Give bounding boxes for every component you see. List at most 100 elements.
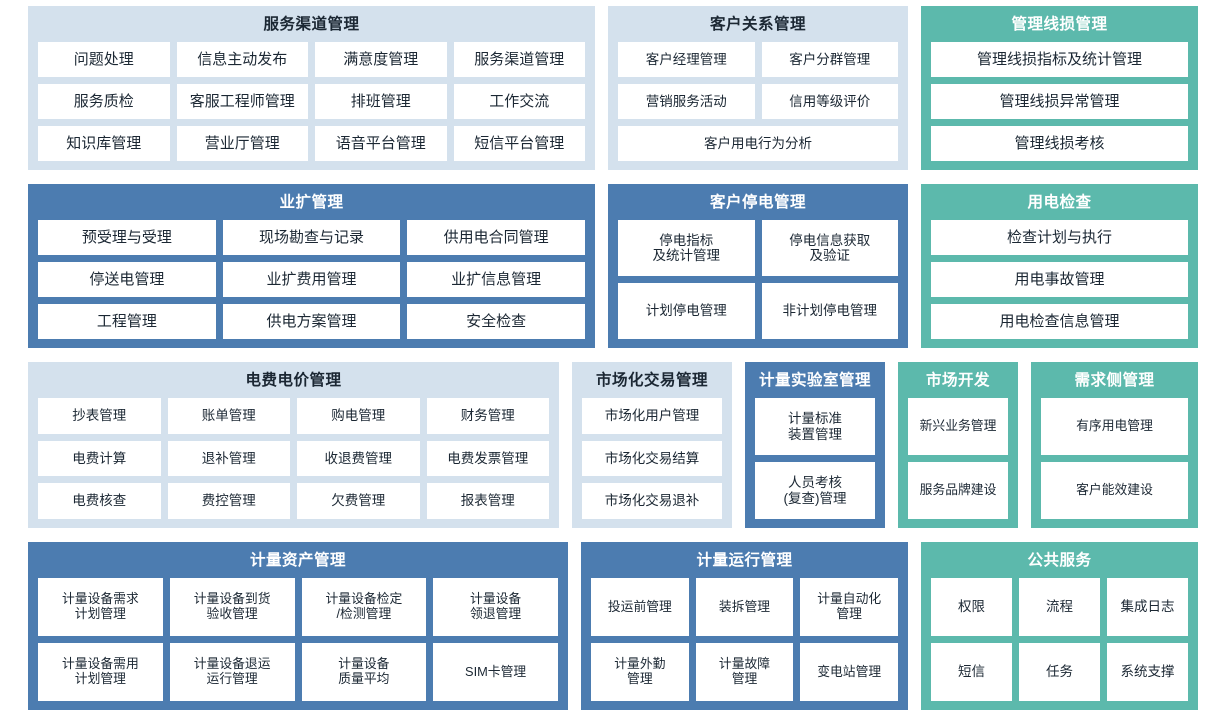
tile-item[interactable]: 服务渠道管理 — [453, 42, 585, 78]
tile-item[interactable]: 费控管理 — [167, 483, 290, 519]
tile-item[interactable]: 停电指标 及统计管理 — [618, 220, 755, 277]
tile-item[interactable]: 服务品牌建设 — [908, 462, 1008, 519]
panel-customer-relation[interactable]: 客户关系管理 客户经理管理 客户分群管理 营销服务活动 信用等级评价 客户用电行… — [608, 6, 908, 170]
tile-item[interactable]: 营销服务活动 — [618, 84, 755, 120]
tile-item[interactable]: 权限 — [931, 578, 1012, 637]
tile-item[interactable]: 停电信息获取 及验证 — [761, 220, 898, 277]
tile-item[interactable]: 现场勘查与记录 — [222, 220, 401, 256]
panel-demand-side[interactable]: 需求侧管理 有序用电管理 客户能效建设 — [1031, 362, 1198, 528]
tile-item[interactable]: 计量标准 装置管理 — [755, 398, 875, 456]
tile-item[interactable]: 计量设备 领退管理 — [433, 578, 558, 637]
tile-item[interactable]: 系统支撑 — [1107, 643, 1188, 701]
tile-item[interactable]: 计划停电管理 — [618, 283, 755, 339]
tile-item[interactable]: 计量设备 质量平均 — [301, 643, 427, 701]
tile-item[interactable]: 抄表管理 — [38, 398, 161, 434]
tile-item[interactable]: 计量设备需用 计划管理 — [38, 643, 163, 701]
panel-public-service[interactable]: 公共服务 权限 流程 集成日志 短信 任务 系统支撑 — [921, 542, 1198, 710]
tile-item[interactable]: 市场化用户管理 — [582, 398, 722, 434]
tile-item[interactable]: 流程 — [1019, 578, 1100, 637]
tile-item[interactable]: 供用电合同管理 — [407, 220, 586, 256]
tile-item[interactable]: 客户能效建设 — [1041, 462, 1188, 519]
tile-item[interactable]: 语音平台管理 — [315, 126, 447, 162]
tile-item[interactable]: 计量设备到货 验收管理 — [169, 578, 295, 637]
panel-power-inspection[interactable]: 用电检查 检查计划与执行 用电事故管理 用电检查信息管理 — [921, 184, 1198, 348]
tile-item[interactable]: 财务管理 — [426, 398, 549, 434]
panel-line-loss[interactable]: 管理线损管理 管理线损指标及统计管理 管理线损异常管理 管理线损考核 — [921, 6, 1198, 170]
tile-row: 权限 流程 集成日志 — [931, 578, 1188, 637]
tile-item[interactable]: 市场化交易退补 — [582, 483, 722, 519]
tile-item[interactable]: 变电站管理 — [800, 643, 899, 701]
tile-item[interactable]: 管理线损指标及统计管理 — [931, 42, 1188, 78]
tile-item[interactable]: 用电事故管理 — [931, 262, 1188, 298]
tile-item[interactable]: 预受理与受理 — [38, 220, 216, 256]
tile-item[interactable]: 非计划停电管理 — [761, 283, 898, 339]
tile-item[interactable]: 计量自动化 管理 — [800, 578, 899, 637]
tile-item[interactable]: 计量设备需求 计划管理 — [38, 578, 163, 637]
tile-item[interactable]: 短信平台管理 — [453, 126, 585, 162]
panel-customer-outage[interactable]: 客户停电管理 停电指标 及统计管理 停电信息获取 及验证 计划停电管理 非计划停… — [608, 184, 908, 348]
tile-item[interactable]: 排班管理 — [315, 84, 447, 120]
tile-item[interactable]: 管理线损考核 — [931, 126, 1188, 162]
panel-body-business-expansion: 预受理与受理 现场勘查与记录 供用电合同管理 停送电管理 业扩费用管理 业扩信息… — [38, 220, 586, 340]
tile-item[interactable]: SIM卡管理 — [433, 643, 558, 701]
tile-item[interactable]: 信用等级评价 — [761, 84, 898, 120]
tile-item[interactable]: 知识库管理 — [38, 126, 170, 162]
tile-item[interactable]: 供电方案管理 — [222, 304, 401, 340]
tile-item[interactable]: 计量设备检定 /检测管理 — [301, 578, 427, 637]
tile-item[interactable]: 计量设备退运 运行管理 — [169, 643, 295, 701]
tile-item[interactable]: 电费发票管理 — [426, 440, 549, 477]
panel-metering-operation[interactable]: 计量运行管理 投运前管理 装拆管理 计量自动化 管理 计量外勤 管理 计量故障 … — [581, 542, 908, 710]
tile-item[interactable]: 收退费管理 — [297, 440, 420, 477]
tile-item[interactable]: 计量外勤 管理 — [591, 643, 689, 701]
tile-item[interactable]: 报表管理 — [426, 483, 549, 519]
tile-item[interactable]: 投运前管理 — [591, 578, 689, 637]
tile-item[interactable]: 退补管理 — [167, 440, 290, 477]
tile-item[interactable]: 市场化交易结算 — [582, 440, 722, 477]
tile-item[interactable]: 满意度管理 — [315, 42, 447, 78]
tile-item[interactable]: 计量故障 管理 — [695, 643, 794, 701]
tile-item[interactable]: 任务 — [1019, 643, 1100, 701]
tile-item[interactable]: 欠费管理 — [297, 483, 420, 519]
panel-service-channel[interactable]: 服务渠道管理 问题处理 信息主动发布 满意度管理 服务渠道管理 服务质检 客服工… — [28, 6, 595, 170]
tile-item[interactable]: 业扩信息管理 — [407, 262, 586, 298]
tile-item[interactable]: 安全检查 — [407, 304, 586, 340]
tile-item[interactable]: 业扩费用管理 — [222, 262, 401, 298]
panel-row-3: 电费电价管理 抄表管理 账单管理 购电管理 财务管理 电费计算 退补管理 收退费… — [28, 362, 1198, 528]
tile-item[interactable]: 服务质检 — [38, 84, 170, 120]
tile-row: 计量外勤 管理 计量故障 管理 变电站管理 — [591, 643, 899, 701]
tile-item[interactable]: 账单管理 — [167, 398, 290, 434]
tile-item[interactable]: 检查计划与执行 — [931, 220, 1188, 256]
tile-item[interactable]: 管理线损异常管理 — [931, 84, 1188, 120]
tile-item[interactable]: 营业厅管理 — [176, 126, 308, 162]
tile-item[interactable]: 短信 — [931, 643, 1012, 701]
tile-item[interactable]: 工作交流 — [453, 84, 585, 120]
tile-item[interactable]: 新兴业务管理 — [908, 398, 1008, 456]
tile-row: 问题处理 信息主动发布 满意度管理 服务渠道管理 — [38, 42, 585, 78]
panel-body-tariff: 抄表管理 账单管理 购电管理 财务管理 电费计算 退补管理 收退费管理 电费发票… — [38, 398, 549, 519]
tile-item[interactable]: 有序用电管理 — [1041, 398, 1188, 456]
tile-item[interactable]: 信息主动发布 — [176, 42, 308, 78]
tile-item[interactable]: 客户分群管理 — [761, 42, 898, 78]
tile-item[interactable]: 停送电管理 — [38, 262, 216, 298]
tile-item[interactable]: 用电检查信息管理 — [931, 304, 1188, 340]
tile-item[interactable]: 人员考核 (复查)管理 — [755, 462, 875, 519]
panel-market-development[interactable]: 市场开发 新兴业务管理 服务品牌建设 — [898, 362, 1018, 528]
tile-item[interactable]: 客服工程师管理 — [176, 84, 308, 120]
panel-market-trade[interactable]: 市场化交易管理 市场化用户管理 市场化交易结算 市场化交易退补 — [572, 362, 732, 528]
tile-item[interactable]: 购电管理 — [297, 398, 420, 434]
panel-metering-asset[interactable]: 计量资产管理 计量设备需求 计划管理 计量设备到货 验收管理 计量设备检定 /检… — [28, 542, 568, 710]
tile-item[interactable]: 客户用电行为分析 — [618, 126, 898, 162]
panel-tariff[interactable]: 电费电价管理 抄表管理 账单管理 购电管理 财务管理 电费计算 退补管理 收退费… — [28, 362, 559, 528]
panel-body-market-development: 新兴业务管理 服务品牌建设 — [908, 398, 1008, 519]
tile-row: 新兴业务管理 — [908, 398, 1008, 456]
tile-item[interactable]: 电费计算 — [38, 440, 161, 477]
tile-item[interactable]: 装拆管理 — [695, 578, 794, 637]
tile-item[interactable]: 问题处理 — [38, 42, 170, 78]
panel-business-expansion[interactable]: 业扩管理 预受理与受理 现场勘查与记录 供用电合同管理 停送电管理 业扩费用管理… — [28, 184, 595, 348]
tile-item[interactable]: 工程管理 — [38, 304, 216, 340]
tile-item[interactable]: 客户经理管理 — [618, 42, 755, 78]
tile-item[interactable]: 集成日志 — [1107, 578, 1188, 637]
tile-item[interactable]: 电费核查 — [38, 483, 161, 519]
panel-metering-lab[interactable]: 计量实验室管理 计量标准 装置管理 人员考核 (复查)管理 — [745, 362, 885, 528]
tile-row: 市场化用户管理 — [582, 398, 722, 434]
